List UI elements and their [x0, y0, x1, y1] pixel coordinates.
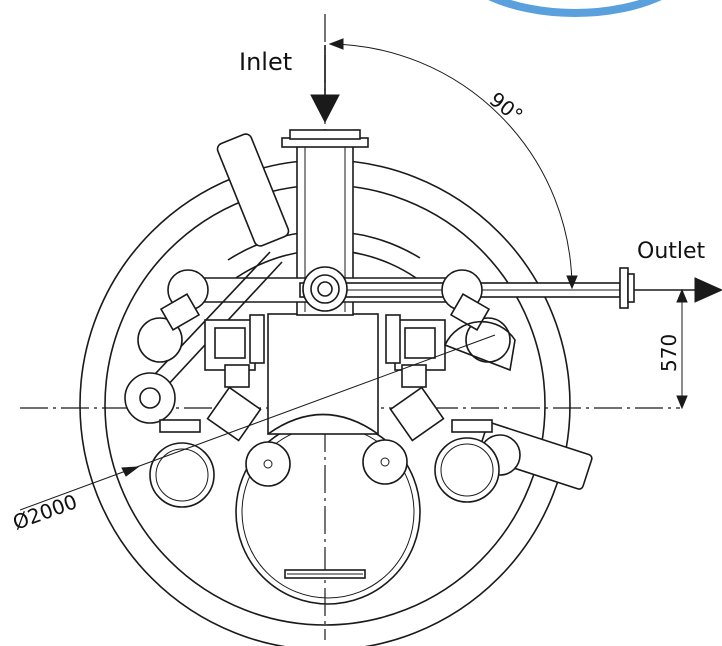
diameter-leader: [19, 334, 496, 511]
outlet-arrow: [634, 277, 722, 303]
height-dimension: [676, 288, 688, 410]
left-pump-group: [124, 269, 291, 508]
corner-badge: [488, 0, 662, 17]
outlet-label: Outlet: [637, 239, 706, 264]
angle-dimension: [328, 38, 578, 290]
central-housing: [267, 313, 379, 435]
height-label: 570: [657, 334, 681, 372]
right-pump-group: [362, 269, 516, 503]
angle-label: 90°: [485, 87, 528, 128]
header-pipe: [179, 266, 635, 312]
inlet-arrow: [310, 45, 340, 124]
diameter-label: Ø2000: [10, 489, 81, 534]
inlet-label: Inlet: [239, 48, 292, 76]
